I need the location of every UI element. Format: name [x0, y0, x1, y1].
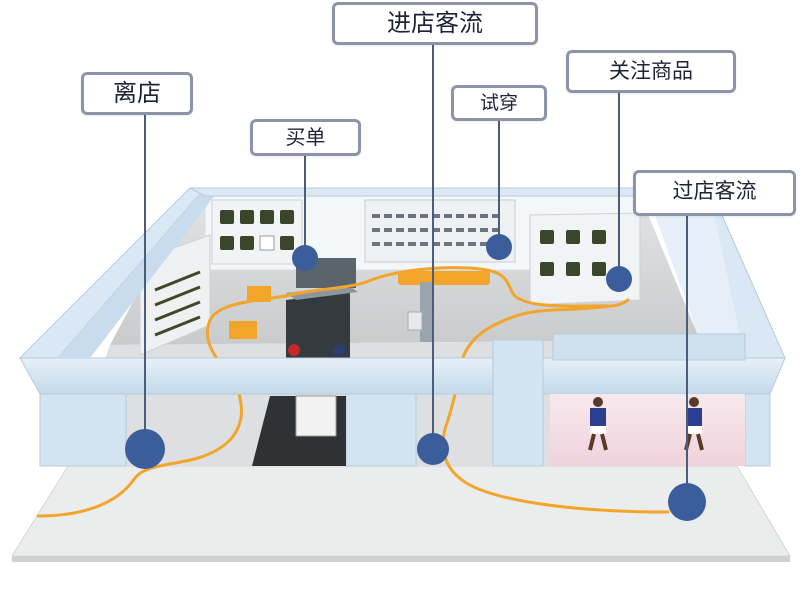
- pillar-center-left: [345, 393, 417, 467]
- back-wall-top: [189, 187, 652, 197]
- center-rack: [420, 282, 434, 342]
- pillar-center-right: [492, 339, 544, 467]
- right-side-display: [529, 212, 641, 306]
- right-shirts: [540, 230, 606, 276]
- callout-leave-text: 离店: [113, 79, 161, 107]
- callout-try-on: 试穿: [451, 85, 547, 121]
- callout-pay-text: 买单: [285, 125, 326, 149]
- shoppers: [288, 344, 345, 356]
- marker-focus: [606, 266, 632, 292]
- bench-left-2: [229, 321, 257, 339]
- callout-enter-traffic: 进店客流: [332, 2, 538, 45]
- shirts-display: [220, 210, 294, 251]
- callout-enter-text: 进店客流: [387, 9, 483, 37]
- callout-try-text: 试穿: [479, 92, 518, 114]
- callout-focus-goods: 关注商品: [566, 50, 736, 93]
- marker-try: [486, 234, 512, 260]
- clothing-wall: [211, 199, 303, 265]
- shoe-display: [372, 214, 500, 246]
- callout-leave-store: 离店: [81, 72, 193, 115]
- left-shoes: [154, 270, 201, 337]
- window-display: [550, 394, 745, 466]
- right-storefront: [552, 333, 746, 361]
- sidewalk-edge: [12, 556, 790, 562]
- marker-enter: [417, 433, 449, 465]
- bench-center: [398, 271, 490, 285]
- front-wall-top: [19, 357, 786, 395]
- callout-focus-text: 关注商品: [609, 59, 693, 83]
- pillar-left: [39, 393, 127, 467]
- entrance-table: [295, 395, 337, 437]
- left-wall-face: [58, 188, 215, 358]
- center-table: [407, 311, 423, 331]
- marker-pass: [668, 483, 706, 521]
- flow-markers: [125, 234, 706, 521]
- callout-pay: 买单: [250, 119, 361, 156]
- leader-lines: [144, 45, 688, 502]
- callout-pass-text: 过店客流: [672, 179, 757, 203]
- customer-flow-path: [36, 266, 670, 518]
- callout-pass-by-traffic: 过店客流: [633, 170, 796, 216]
- pillar-right: [744, 393, 771, 467]
- right-wall-face: [648, 196, 745, 358]
- marker-pay: [292, 245, 318, 271]
- marker-leave: [125, 429, 165, 469]
